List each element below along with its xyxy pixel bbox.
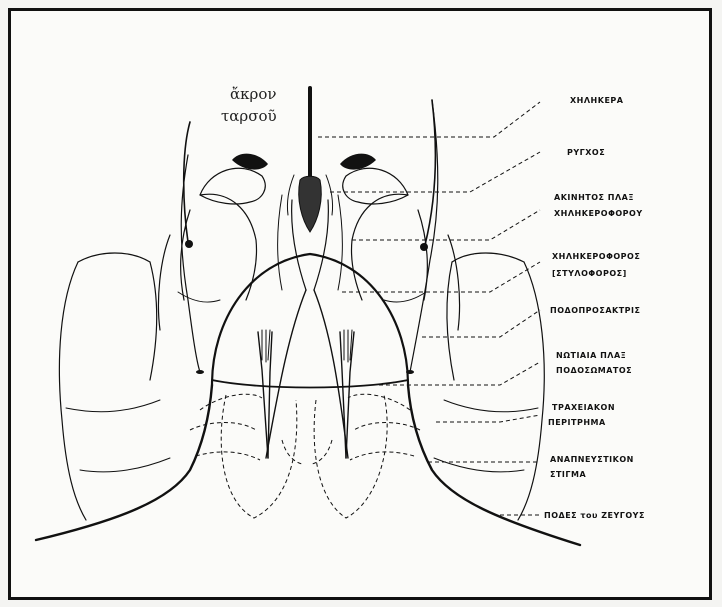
stylophore-dome: [196, 254, 414, 388]
dashed-legs: [190, 394, 420, 518]
tarsus-label: ἄκρον ταρσοῦ: [221, 85, 277, 125]
label-legs-pair: ΠΟΔΕΣ του ΖΕΥΓΟΥΣ: [544, 511, 645, 520]
label-rostrum: ΡΥΓΧΟΣ: [567, 148, 605, 157]
inner-legs: [258, 290, 354, 458]
label-peritreme-line1: ΤΡΑΧΕΙΑΚΟΝ: [552, 403, 615, 412]
label-peritreme-line2: ΠΕΡΙΤΡΗΜΑ: [548, 418, 606, 427]
body-outline: [36, 385, 580, 545]
label-podoprosactris: ΠΟΔΟΠΡΟΣΑΚΤΡΙΣ: [550, 306, 640, 315]
label-fixed-plate-line2: ΧΗΛΗΚΕΡΟΦΟΡΟΥ: [554, 209, 643, 218]
anatomy-labels: ΧΗΛΗΚΕΡΑ ΡΥΓΧΟΣ ΑΚΙΝΗΤΟΣ ΠΛΑΞ ΧΗΛΗΚΕΡΟΦΟ…: [544, 96, 645, 520]
label-stylophore-line2: [ΣΤΥΛΟΦΟΡΟΣ]: [552, 269, 627, 278]
label-fixed-plate-line1: ΑΚΙΝΗΤΟΣ ΠΛΑΞ: [554, 193, 634, 202]
label-dorsal-plate-line1: ΝΩΤΙΑΙΑ ΠΛΑΞ: [556, 351, 626, 360]
tarsus-label-line1: ἄκρον: [230, 85, 276, 103]
label-stigma-line2: ΣΤΙΓΜΑ: [550, 470, 586, 479]
label-stylophore-line1: ΧΗΛΗΚΕΡΟΦΟΡΟΣ: [552, 252, 640, 261]
label-stigma-line1: ΑΝΑΠΝΕΥΣΤΙΚΟΝ: [550, 455, 634, 464]
tarsus-label-line2: ταρσοῦ: [221, 107, 277, 125]
label-chelicera: ΧΗΛΗΚΕΡΑ: [570, 96, 624, 105]
left-legs: [59, 155, 220, 520]
label-dorsal-plate-line2: ΠΟΔΟΣΩΜΑΤΟΣ: [556, 366, 632, 375]
